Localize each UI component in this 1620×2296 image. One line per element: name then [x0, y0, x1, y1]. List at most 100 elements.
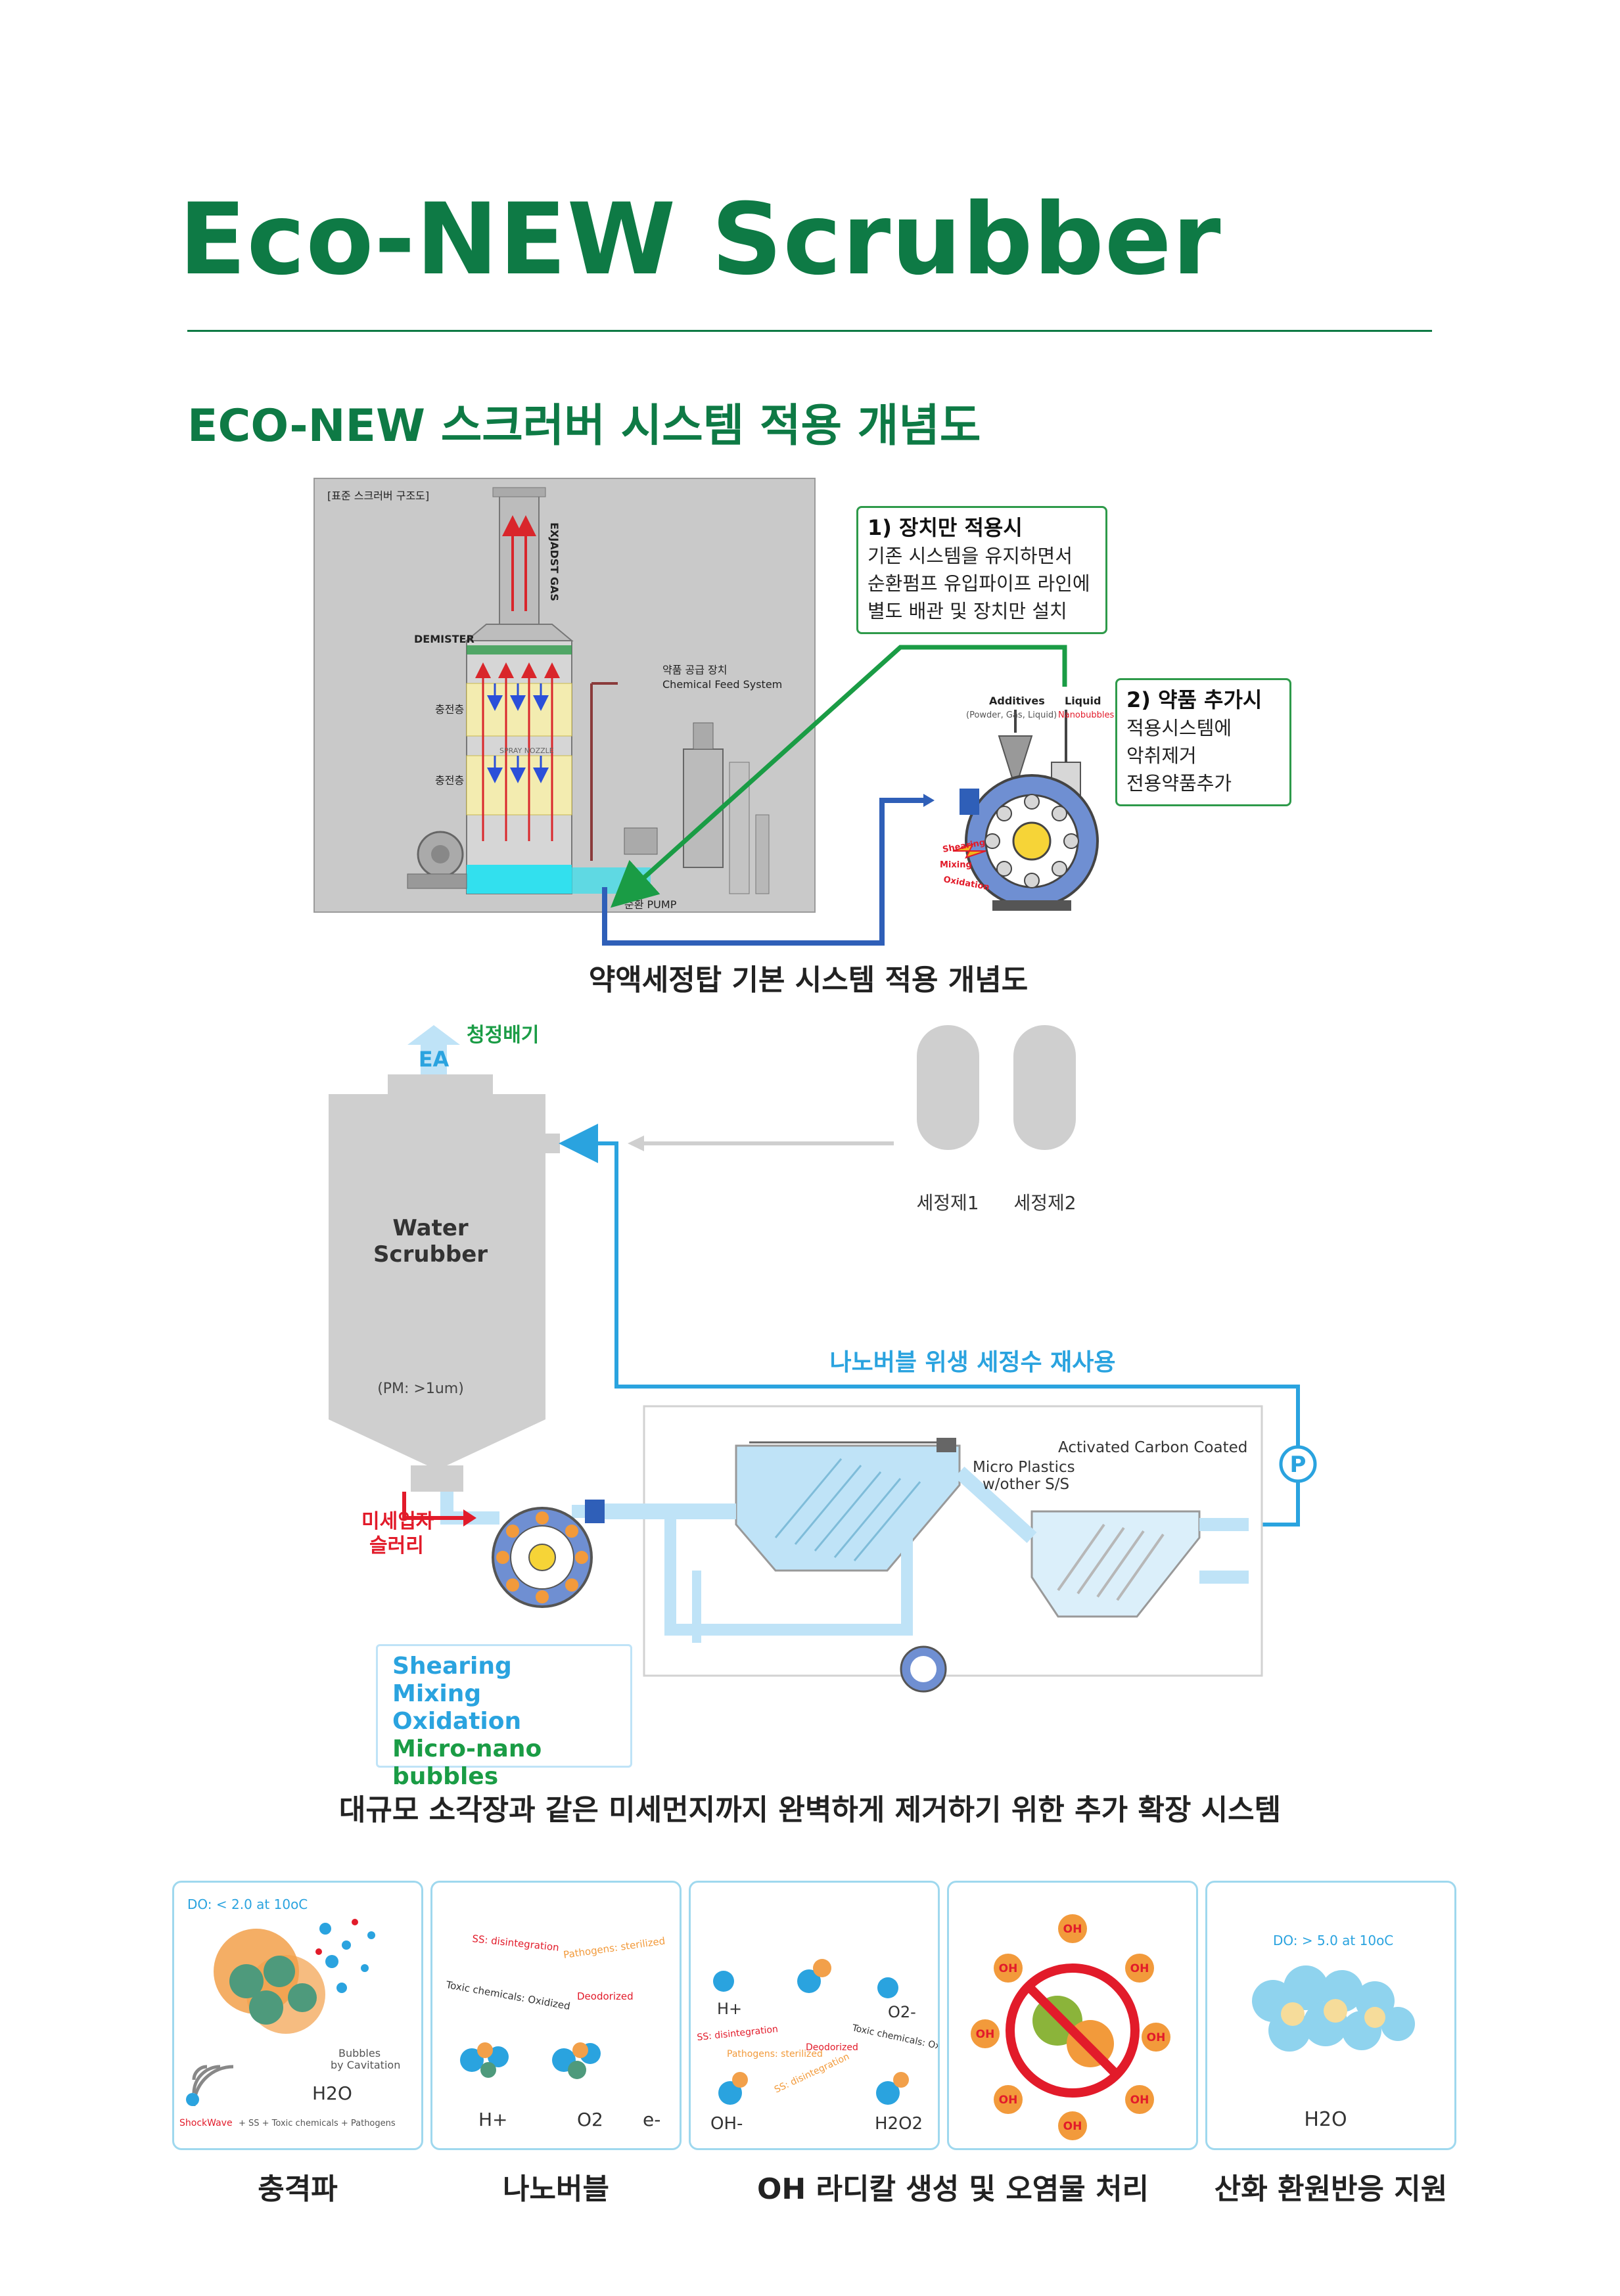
p4-oh-1: OH	[1063, 1923, 1082, 1936]
demister-layer	[467, 645, 572, 654]
panel-oh-radical: H+ O2- SS: disintegration Toxic chemical…	[689, 1881, 940, 2150]
title-divider	[187, 330, 1432, 332]
callout1-heading: 1) 장치만 적용시	[868, 515, 1023, 540]
reuse-label: 나노버블 위생 세정수 재사용	[829, 1349, 1115, 1376]
p3-h2o2: H2O2	[875, 2114, 923, 2134]
pump-p-label: P	[1290, 1452, 1307, 1478]
legend-shearing: Shearing	[392, 1653, 512, 1680]
ea-arrow	[407, 1025, 460, 1074]
p3-deodorized: Deodorized	[806, 2042, 858, 2053]
nanobubble-illustration: SS: disintegration Pathogens: sterilized…	[444, 1933, 666, 2130]
p4-oh-6: OH	[999, 2094, 1018, 2107]
scrubber-label-2: Scrubber	[373, 1241, 488, 1268]
panel-redox: DO: > 5.0 at 10oC H2O	[1205, 1881, 1456, 2150]
panel-shockwave: DO: < 2.0 at 10oC Bubbles by Cavitation …	[172, 1881, 423, 2150]
clean-exhaust-label: 청정배기	[467, 1024, 539, 1047]
oh-sterilize-illustration: OH OH OH OH OH OH OH OH	[971, 1914, 1170, 2140]
p3-ss: SS: disintegration	[697, 2024, 779, 2043]
callout-device-only: 1) 장치만 적용시 기존 시스템을 유지하면서 순환펌프 유입파이프 라인에 …	[856, 506, 1107, 634]
detergent-1-label: 세정제1	[916, 1192, 979, 1214]
p1-bubbles-1: Bubbles	[338, 2047, 381, 2059]
detergent-2-label: 세정제2	[1013, 1192, 1076, 1214]
detergent-tank-1	[917, 1025, 979, 1150]
p2-pathogens: Pathogens: sterilized	[563, 1935, 666, 1961]
p3-pathogens: Pathogens: sterilized	[727, 2049, 823, 2059]
shockwave-illustration: DO: < 2.0 at 10oC Bubbles by Cavitation …	[179, 1896, 400, 2128]
p5-h2o: H2O	[1304, 2108, 1347, 2131]
packing-label-1: 충전층	[435, 703, 464, 716]
chemical-feed-en: Chemical Feed System	[662, 678, 782, 691]
liquid-label: Liquid	[1065, 695, 1101, 707]
additives-sub-label: (Powder, Gas, Liquid)	[966, 710, 1057, 720]
nanobubbles-label: Nanobubbles	[1058, 710, 1114, 720]
sump-water	[467, 865, 572, 894]
p4-oh-4: OH	[1130, 2094, 1149, 2107]
pump-housing	[624, 827, 658, 855]
ea-label: EA	[419, 1047, 450, 1072]
chemical-feed-tank	[683, 748, 724, 868]
panel-label-nanobubble: 나노버블	[503, 2172, 609, 2206]
exhaust-gas-label: EXJADST GAS	[548, 522, 561, 601]
carbon-filter-tank	[1030, 1510, 1201, 1618]
callout2-body: 적용시스템에 악취제거 전용약품추가	[1126, 716, 1232, 794]
inset-label: [표준 스크러버 구조도]	[327, 490, 429, 502]
additives-label: Additives	[989, 695, 1045, 707]
p4-oh-8: OH	[999, 1962, 1018, 1975]
p3-toxic: Toxic chemicals: Oxidized	[850, 2023, 938, 2057]
scrubber-label-1: Water	[392, 1215, 469, 1241]
page-title: Eco-NEW Scrubber	[179, 183, 1222, 297]
oh-radical-illustration: H+ O2- SS: disintegration Toxic chemical…	[697, 1959, 938, 2134]
legend-mixing: Mixing	[392, 1680, 482, 1708]
chemical-feed-ko: 약품 공급 장치	[662, 664, 728, 676]
p1-bottom: + SS + Toxic chemicals + Pathogens	[239, 2119, 396, 2128]
legend-oxidation: Oxidation	[392, 1708, 522, 1735]
p2-ss: SS: disintegration	[472, 1933, 560, 1954]
p4-oh-7: OH	[976, 2028, 995, 2041]
section-subtitle: ECO-NEW 스크러버 시스템 적용 개념도	[187, 400, 981, 452]
p4-oh-5: OH	[1063, 2120, 1082, 2133]
p5-do: DO: > 5.0 at 10oC	[1273, 1933, 1393, 1948]
reuse-pipe	[559, 1124, 1300, 1505]
water-scrubber-body	[329, 1094, 545, 1465]
p4-oh-2: OH	[1130, 1962, 1149, 1975]
callout-chemical-add: 2) 약품 추가시 적용시스템에 악취제거 전용약품추가	[1115, 678, 1291, 806]
p2-o2: O2	[577, 2109, 603, 2130]
device-mixing: Mixing	[940, 860, 972, 870]
panel-label-oh-radical: OH 라디칼 생성 및 오염물 처리	[756, 2172, 1149, 2206]
p3-o2-minus: O2-	[888, 2003, 916, 2021]
detergent-tank-2	[1013, 1025, 1076, 1150]
p1-h2o: H2O	[312, 2082, 352, 2104]
p1-do: DO: < 2.0 at 10oC	[187, 1896, 308, 1912]
panel-oh-sterilize: OH OH OH OH OH OH OH OH	[947, 1881, 1198, 2150]
install-pointer	[610, 645, 1067, 908]
exhaust-stack	[499, 492, 540, 625]
p2-e-minus: e-	[643, 2109, 660, 2130]
micro-plastics-label-1: Micro Plastics	[973, 1459, 1075, 1476]
p3-h-plus: H+	[717, 2000, 742, 2018]
p2-deodorized: Deodorized	[577, 1990, 634, 2002]
process-legend: Shearing Mixing Oxidation Micro-nano bub…	[376, 1644, 632, 1790]
expansion-system-diagram: P 청정배기 EA Water Scrubber (PM: >1um) 세정제1	[329, 1024, 1317, 1693]
p2-h-plus: H+	[478, 2109, 508, 2130]
legend-micro-nano: Micro-nano bubbles	[392, 1735, 542, 1791]
diagram2-caption: 대규모 소각장과 같은 미세먼지까지 완벽하게 제거하기 위한 추가 확장 시스…	[338, 1793, 1282, 1827]
callout1-body: 기존 시스템을 유지하면서 순환펌프 유입파이프 라인에 별도 배관 및 장치만…	[868, 544, 1090, 622]
packing-label-2: 충전층	[435, 774, 464, 787]
scrubber-structure-diagram: [표준 스크러버 구조도] EXJADST GAS DEMISTER 충전층 충…	[313, 478, 1114, 946]
p1-shockwave: ShockWave	[179, 2118, 233, 2128]
callout2-heading: 2) 약품 추가시	[1126, 687, 1262, 712]
return-pipe	[602, 798, 923, 946]
packing-layer-2	[466, 755, 572, 815]
p4-oh-3: OH	[1147, 2031, 1166, 2044]
p1-bubbles-2: by Cavitation	[331, 2059, 400, 2071]
micro-plastics-label-2: w/other S/S	[983, 1476, 1069, 1493]
panel-label-redox: 산화 환원반응 지원	[1214, 2172, 1448, 2206]
diagram1-caption: 약액세정탑 기본 시스템 적용 개념도	[588, 963, 1029, 997]
demister-label: DEMISTER	[414, 633, 474, 645]
redox-illustration: DO: > 5.0 at 10oC H2O	[1252, 1933, 1415, 2131]
panel-label-shockwave: 충격파	[258, 2172, 338, 2206]
p3-oh-minus: OH-	[710, 2114, 743, 2134]
pump-label: 순환 PUMP	[624, 898, 677, 911]
panel-nanobubble: SS: disintegration Pathogens: sterilized…	[430, 1881, 682, 2150]
spray-nozzle-label: SPRAY NOZZLE	[499, 746, 554, 755]
